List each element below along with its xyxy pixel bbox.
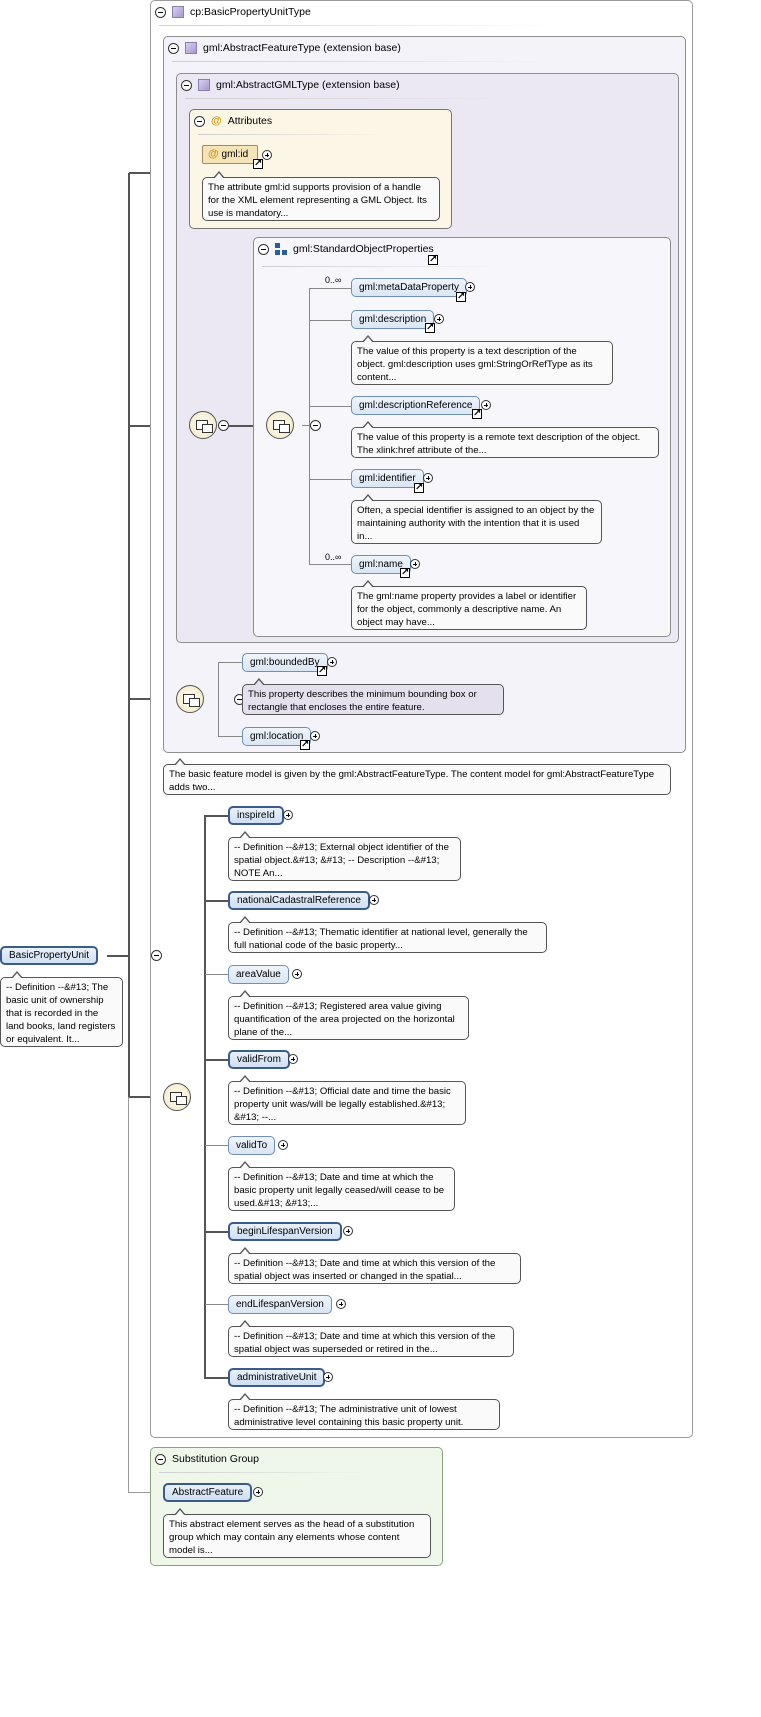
trunk-to-sequence bbox=[129, 1096, 164, 1098]
complex-type-icon bbox=[172, 6, 184, 18]
nationalcadastralreference-doc: -- Definition --&#13; Thematic identifie… bbox=[228, 916, 547, 953]
reference-arrow-icon bbox=[317, 664, 327, 677]
abstract-feature-type-doc: The basic feature model is given by the … bbox=[163, 758, 671, 795]
abstract-feature-type-title: gml:AbstractFeatureType (extension base) bbox=[203, 42, 401, 54]
subst-line-v bbox=[128, 1097, 129, 1493]
complex-type-icon bbox=[185, 42, 197, 54]
attribute-icon: @ bbox=[211, 115, 222, 127]
reference-arrow-icon bbox=[428, 253, 438, 266]
beginlifespanversion-doc: -- Definition --&#13; Date and time at w… bbox=[228, 1247, 521, 1284]
validfrom-doc: -- Definition --&#13; Official date and … bbox=[228, 1075, 466, 1125]
substitution-group-header: Substitution Group bbox=[155, 1452, 259, 1466]
standard-object-properties-header: gml:StandardObjectProperties bbox=[258, 242, 434, 256]
type-root-title: cp:BasicPropertyUnitType bbox=[190, 6, 311, 18]
collapse-icon[interactable] bbox=[194, 115, 205, 127]
root-element-doc: -- Definition --&#13; The basic unit of … bbox=[0, 971, 123, 1047]
element-gml-description[interactable]: gml:description bbox=[351, 310, 435, 329]
attributes-header: @ Attributes bbox=[194, 114, 272, 128]
element-gml-identifier[interactable]: gml:identifier bbox=[351, 469, 424, 488]
element-gml-boundedby[interactable]: gml:boundedBy bbox=[242, 653, 328, 672]
inspireid-doc: -- Definition --&#13; External object id… bbox=[228, 831, 461, 881]
element-areavalue[interactable]: areaValue bbox=[228, 965, 289, 984]
standard-object-properties-title: gml:StandardObjectProperties bbox=[293, 243, 434, 255]
sequence-compositor-icon[interactable] bbox=[176, 685, 204, 713]
reference-arrow-icon bbox=[472, 407, 482, 420]
abstractfeature-doc: This abstract element serves as the head… bbox=[163, 1508, 431, 1558]
expand-icon[interactable] bbox=[423, 473, 433, 483]
attribute-icon: @ bbox=[208, 148, 219, 160]
element-beginlifespanversion[interactable]: beginLifespanVersion bbox=[228, 1222, 342, 1241]
attribute-gml-id-label: gml:id bbox=[221, 149, 249, 160]
reference-arrow-icon bbox=[253, 157, 263, 170]
type-root-header: cp:BasicPropertyUnitType bbox=[155, 5, 311, 19]
element-nationalcadastralreference[interactable]: nationalCadastralReference bbox=[228, 891, 370, 910]
expand-icon[interactable] bbox=[465, 282, 475, 292]
collapse-icon[interactable] bbox=[151, 950, 163, 961]
expand-icon[interactable] bbox=[278, 1140, 288, 1150]
element-validfrom[interactable]: validFrom bbox=[228, 1050, 290, 1069]
group-icon bbox=[275, 243, 287, 255]
occurs-label: 0..∞ bbox=[325, 275, 342, 285]
trunk-line bbox=[128, 173, 130, 1097]
element-gml-name[interactable]: gml:name bbox=[351, 555, 411, 574]
expand-icon[interactable] bbox=[369, 895, 379, 905]
element-gml-descriptionreference[interactable]: gml:descriptionReference bbox=[351, 396, 481, 415]
validto-doc: -- Definition --&#13; Date and time at w… bbox=[228, 1161, 455, 1211]
expand-icon[interactable] bbox=[292, 969, 302, 979]
expand-icon[interactable] bbox=[310, 731, 320, 741]
abstract-gml-type-title: gml:AbstractGMLType (extension base) bbox=[216, 79, 400, 91]
occurs-label: 0..∞ bbox=[325, 552, 342, 562]
gml-name-doc: The gml:name property provides a label o… bbox=[351, 580, 587, 630]
gml-id-doc: The attribute gml:id supports provision … bbox=[202, 171, 440, 221]
reference-arrow-icon bbox=[400, 566, 410, 579]
abstract-gml-type-header: gml:AbstractGMLType (extension base) bbox=[181, 78, 400, 92]
collapse-icon[interactable] bbox=[155, 6, 166, 18]
element-endlifespanversion[interactable]: endLifespanVersion bbox=[228, 1295, 332, 1314]
subst-line-h bbox=[128, 1492, 164, 1493]
root-to-trunk bbox=[107, 955, 130, 957]
collapse-icon[interactable] bbox=[168, 42, 179, 54]
collapse-icon[interactable] bbox=[309, 420, 321, 431]
reference-arrow-icon bbox=[425, 321, 435, 334]
expand-icon[interactable] bbox=[410, 559, 420, 569]
reference-arrow-icon bbox=[300, 738, 310, 751]
element-gml-metadataproperty[interactable]: gml:metaDataProperty bbox=[351, 278, 468, 297]
collapse-icon[interactable] bbox=[155, 1453, 166, 1465]
collapse-icon[interactable] bbox=[181, 79, 192, 91]
collapse-icon[interactable] bbox=[218, 420, 229, 431]
abstract-feature-type-header: gml:AbstractFeatureType (extension base) bbox=[168, 41, 401, 55]
areavalue-doc: -- Definition --&#13; Registered area va… bbox=[228, 990, 469, 1040]
expand-icon[interactable] bbox=[288, 1054, 298, 1064]
expand-icon[interactable] bbox=[327, 657, 337, 667]
substitution-group-title: Substitution Group bbox=[172, 1453, 259, 1465]
expand-icon[interactable] bbox=[343, 1226, 353, 1236]
attribute-gml-id[interactable]: @ gml:id bbox=[202, 145, 258, 164]
expand-icon[interactable] bbox=[283, 810, 293, 820]
root-element-basicpropertyunit[interactable]: BasicPropertyUnit bbox=[0, 946, 99, 965]
element-abstractfeature[interactable]: AbstractFeature bbox=[163, 1483, 253, 1502]
collapse-icon[interactable] bbox=[258, 243, 269, 255]
element-administrativeunit[interactable]: administrativeUnit bbox=[228, 1368, 326, 1387]
reference-arrow-icon bbox=[456, 290, 466, 303]
expand-icon[interactable] bbox=[262, 150, 272, 160]
expand-icon[interactable] bbox=[481, 400, 491, 410]
element-inspireid[interactable]: inspireId bbox=[228, 806, 284, 825]
gml-descriptionreference-doc: The value of this property is a remote t… bbox=[351, 421, 659, 458]
sequence-compositor-icon[interactable] bbox=[189, 411, 217, 439]
administrativeunit-doc: -- Definition --&#13; The administrative… bbox=[228, 1393, 500, 1430]
expand-icon[interactable] bbox=[253, 1487, 263, 1497]
attributes-title: Attributes bbox=[227, 115, 273, 127]
expand-icon[interactable] bbox=[323, 1372, 333, 1382]
sequence-compositor-icon[interactable] bbox=[266, 411, 294, 439]
gml-description-doc: The value of this property is a text des… bbox=[351, 335, 613, 385]
element-validto[interactable]: validTo bbox=[228, 1136, 276, 1155]
gml-boundedby-doc: This property describes the minimum boun… bbox=[242, 678, 504, 715]
expand-icon[interactable] bbox=[434, 314, 444, 324]
endlifespanversion-doc: -- Definition --&#13; Date and time at w… bbox=[228, 1320, 514, 1357]
expand-icon[interactable] bbox=[336, 1299, 346, 1309]
sequence-compositor-icon[interactable] bbox=[163, 1083, 191, 1111]
reference-arrow-icon bbox=[414, 481, 424, 494]
gml-identifier-doc: Often, a special identifier is assigned … bbox=[351, 494, 602, 544]
complex-type-icon bbox=[198, 79, 210, 91]
